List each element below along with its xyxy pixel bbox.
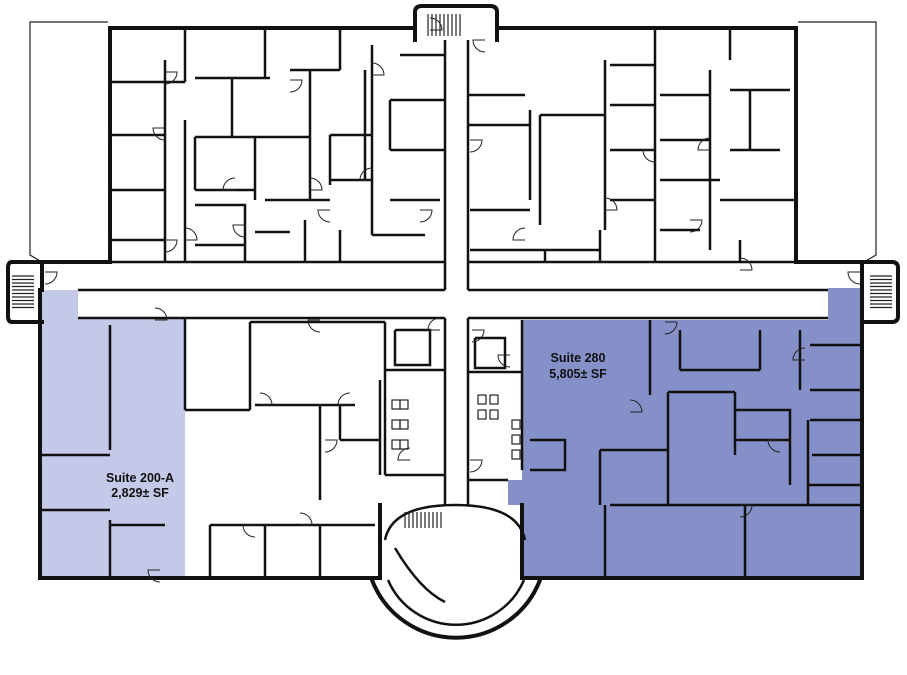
fixture bbox=[477, 409, 487, 420]
suite-280-name: Suite 280 bbox=[551, 351, 606, 365]
door-swing bbox=[642, 149, 656, 163]
door-swing bbox=[469, 459, 483, 473]
door-swing bbox=[469, 139, 483, 153]
lower-right-rooms bbox=[468, 320, 862, 578]
suite-280-area: 5,805± SF bbox=[549, 367, 607, 381]
door-swing bbox=[629, 399, 643, 413]
exterior-walls bbox=[38, 26, 864, 580]
door-swing bbox=[307, 319, 321, 333]
door-swing bbox=[359, 167, 373, 181]
door-swing bbox=[847, 271, 861, 285]
door-swing bbox=[154, 307, 168, 321]
door-swing bbox=[427, 317, 441, 331]
lower-left-rooms bbox=[40, 318, 445, 578]
door-swing bbox=[309, 177, 323, 191]
door-swing bbox=[689, 219, 703, 233]
door-swing bbox=[299, 512, 313, 526]
door-swing bbox=[697, 137, 711, 151]
fixture bbox=[477, 394, 487, 405]
suite-200a-area[interactable] bbox=[40, 290, 185, 578]
balconies bbox=[29, 21, 877, 263]
upper-left-rooms bbox=[110, 30, 445, 264]
fixture bbox=[391, 399, 401, 410]
side-stairs bbox=[6, 260, 900, 324]
door-swing bbox=[512, 227, 526, 241]
door-swing bbox=[324, 439, 338, 453]
fixture bbox=[399, 399, 409, 410]
door-swing bbox=[337, 392, 351, 406]
fixture bbox=[489, 409, 499, 420]
door-swing bbox=[471, 329, 485, 343]
door-swing bbox=[739, 257, 753, 271]
fixture bbox=[391, 439, 401, 450]
door-swing bbox=[184, 227, 198, 241]
door-swing bbox=[497, 354, 511, 368]
door-swing bbox=[164, 239, 178, 253]
fixture bbox=[391, 419, 401, 430]
rotunda bbox=[369, 503, 543, 640]
fixture bbox=[399, 439, 409, 450]
door-swing bbox=[664, 321, 678, 335]
suite-labels: Suite 200-A 2,829± SF Suite 280 5,805± S… bbox=[106, 351, 607, 500]
door-swing bbox=[222, 177, 236, 191]
door-swing bbox=[289, 79, 303, 93]
door-swing bbox=[767, 439, 781, 453]
door-swing bbox=[371, 62, 385, 76]
suite-200a-name: Suite 200-A bbox=[106, 471, 174, 485]
door-swings bbox=[44, 17, 861, 583]
door-swing bbox=[397, 447, 411, 461]
door-swing bbox=[317, 209, 331, 223]
door-swing bbox=[604, 197, 618, 211]
suite-200a-area: 2,829± SF bbox=[111, 486, 169, 500]
door-swing bbox=[792, 347, 806, 361]
fixture bbox=[511, 449, 521, 460]
door-swing bbox=[472, 39, 486, 53]
fixture bbox=[489, 394, 499, 405]
door-swing bbox=[152, 127, 166, 141]
door-swing bbox=[259, 392, 273, 406]
fixture bbox=[511, 419, 521, 430]
door-swing bbox=[147, 569, 161, 583]
door-swing bbox=[429, 17, 443, 31]
upper-right-rooms bbox=[468, 30, 796, 264]
door-swing bbox=[242, 524, 256, 538]
door-swing bbox=[44, 271, 58, 285]
door-swing bbox=[419, 209, 433, 223]
restroom-fixtures bbox=[391, 394, 521, 460]
door-swing bbox=[164, 71, 178, 85]
suite-highlights bbox=[40, 288, 862, 578]
door-swing bbox=[232, 224, 246, 238]
top-stair bbox=[413, 4, 499, 42]
fixture bbox=[399, 419, 409, 430]
door-swing bbox=[739, 504, 753, 518]
fixture bbox=[511, 434, 521, 445]
